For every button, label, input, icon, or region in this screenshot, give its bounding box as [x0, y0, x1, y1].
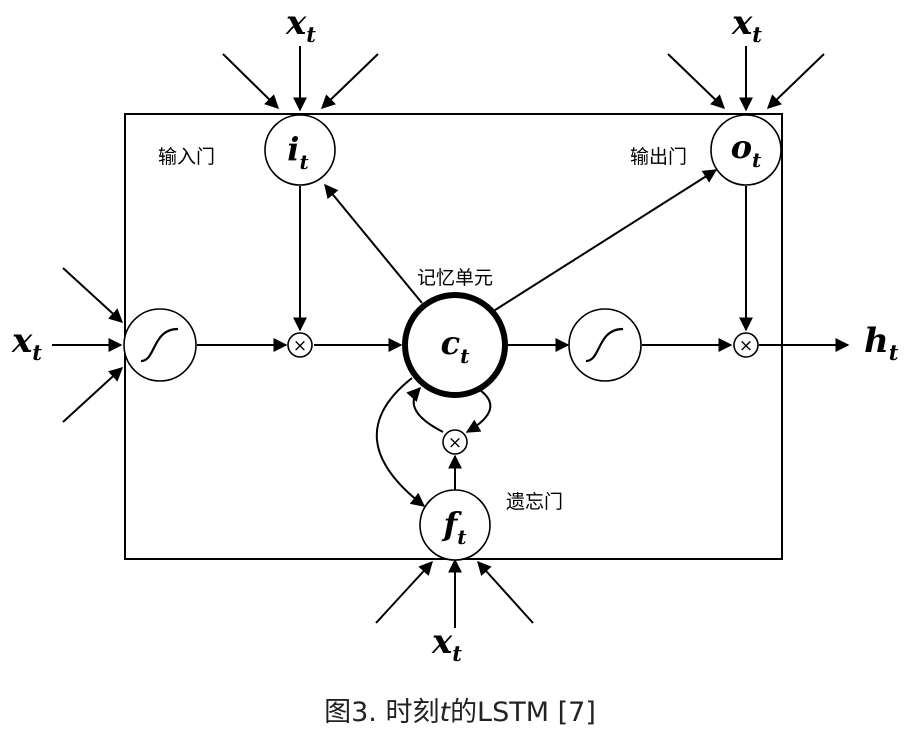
output-gate-subscript: t	[752, 148, 762, 172]
arrow-cell-to-input-gate	[324, 183, 423, 304]
forget-gate-subscript: t	[457, 525, 467, 549]
output-squash-node	[568, 308, 642, 382]
output-gate-node: ot	[710, 114, 782, 186]
caption-time-variable: t	[439, 697, 451, 728]
input-squash-node	[123, 308, 197, 382]
caption-prefix: 图3. 时刻	[324, 697, 440, 728]
arrow-into-input-gate-right	[320, 53, 379, 109]
arrow-into-squash-top	[62, 267, 124, 323]
output-gate-label: 输出门	[630, 146, 687, 168]
arrow-into-output-gate-left	[667, 53, 726, 109]
arrow-cell-to-output-gate	[491, 169, 718, 313]
arrow-cell-to-forget-gate	[375, 377, 426, 507]
cell-label: 记忆单元	[417, 267, 493, 289]
caption-suffix: 的LSTM [7]	[450, 697, 596, 728]
cell-symbol: c	[441, 324, 460, 362]
input-gate-label: 输入门	[158, 146, 215, 168]
svg-text:ct: ct	[441, 324, 470, 368]
arrow-into-input-gate-left	[222, 53, 279, 109]
input-label-top-left: xt	[285, 3, 316, 47]
arrow-into-squash-bottom	[62, 367, 124, 423]
arrow-into-forget-gate-left	[375, 560, 433, 624]
arrow-into-output-gate-right	[766, 53, 825, 109]
sigmoid-icon	[585, 327, 624, 363]
forget-multiply-node: ×	[442, 429, 468, 455]
input-multiply-node: ×	[287, 332, 313, 358]
output-label: ht	[864, 321, 899, 365]
arrow-cell-loop-in	[406, 386, 444, 433]
input-gate-node: it	[264, 114, 336, 186]
svg-text:ot: ot	[731, 128, 762, 172]
forget-gate-symbol: f	[441, 505, 462, 543]
forget-gate-node: ft	[419, 489, 491, 561]
lstm-diagram: it ot ft ct × × × 输入	[11, 3, 899, 666]
figure-caption: 图3. 时刻t的LSTM [7]	[0, 690, 920, 729]
input-label-left: xt	[11, 321, 42, 365]
arrow-into-forget-gate-right	[477, 560, 534, 624]
input-label-bottom: xt	[431, 622, 462, 666]
svg-text:it: it	[287, 130, 309, 174]
input-gate-subscript: t	[299, 150, 309, 174]
output-gate-symbol: o	[731, 128, 752, 166]
multiply-icon: ×	[293, 336, 307, 356]
multiply-icon: ×	[448, 433, 462, 453]
svg-text:ft: ft	[441, 505, 467, 549]
cell-subscript: t	[460, 344, 470, 368]
input-gate-symbol: i	[287, 130, 299, 168]
multiply-icon: ×	[739, 336, 753, 356]
arrow-cell-loop-out	[465, 387, 492, 433]
connections	[52, 46, 850, 628]
cell-node: ct	[402, 292, 508, 398]
forget-gate-label: 遗忘门	[506, 491, 563, 513]
output-multiply-node: ×	[733, 332, 759, 358]
input-label-top-right: xt	[731, 3, 762, 47]
sigmoid-icon	[140, 327, 179, 363]
